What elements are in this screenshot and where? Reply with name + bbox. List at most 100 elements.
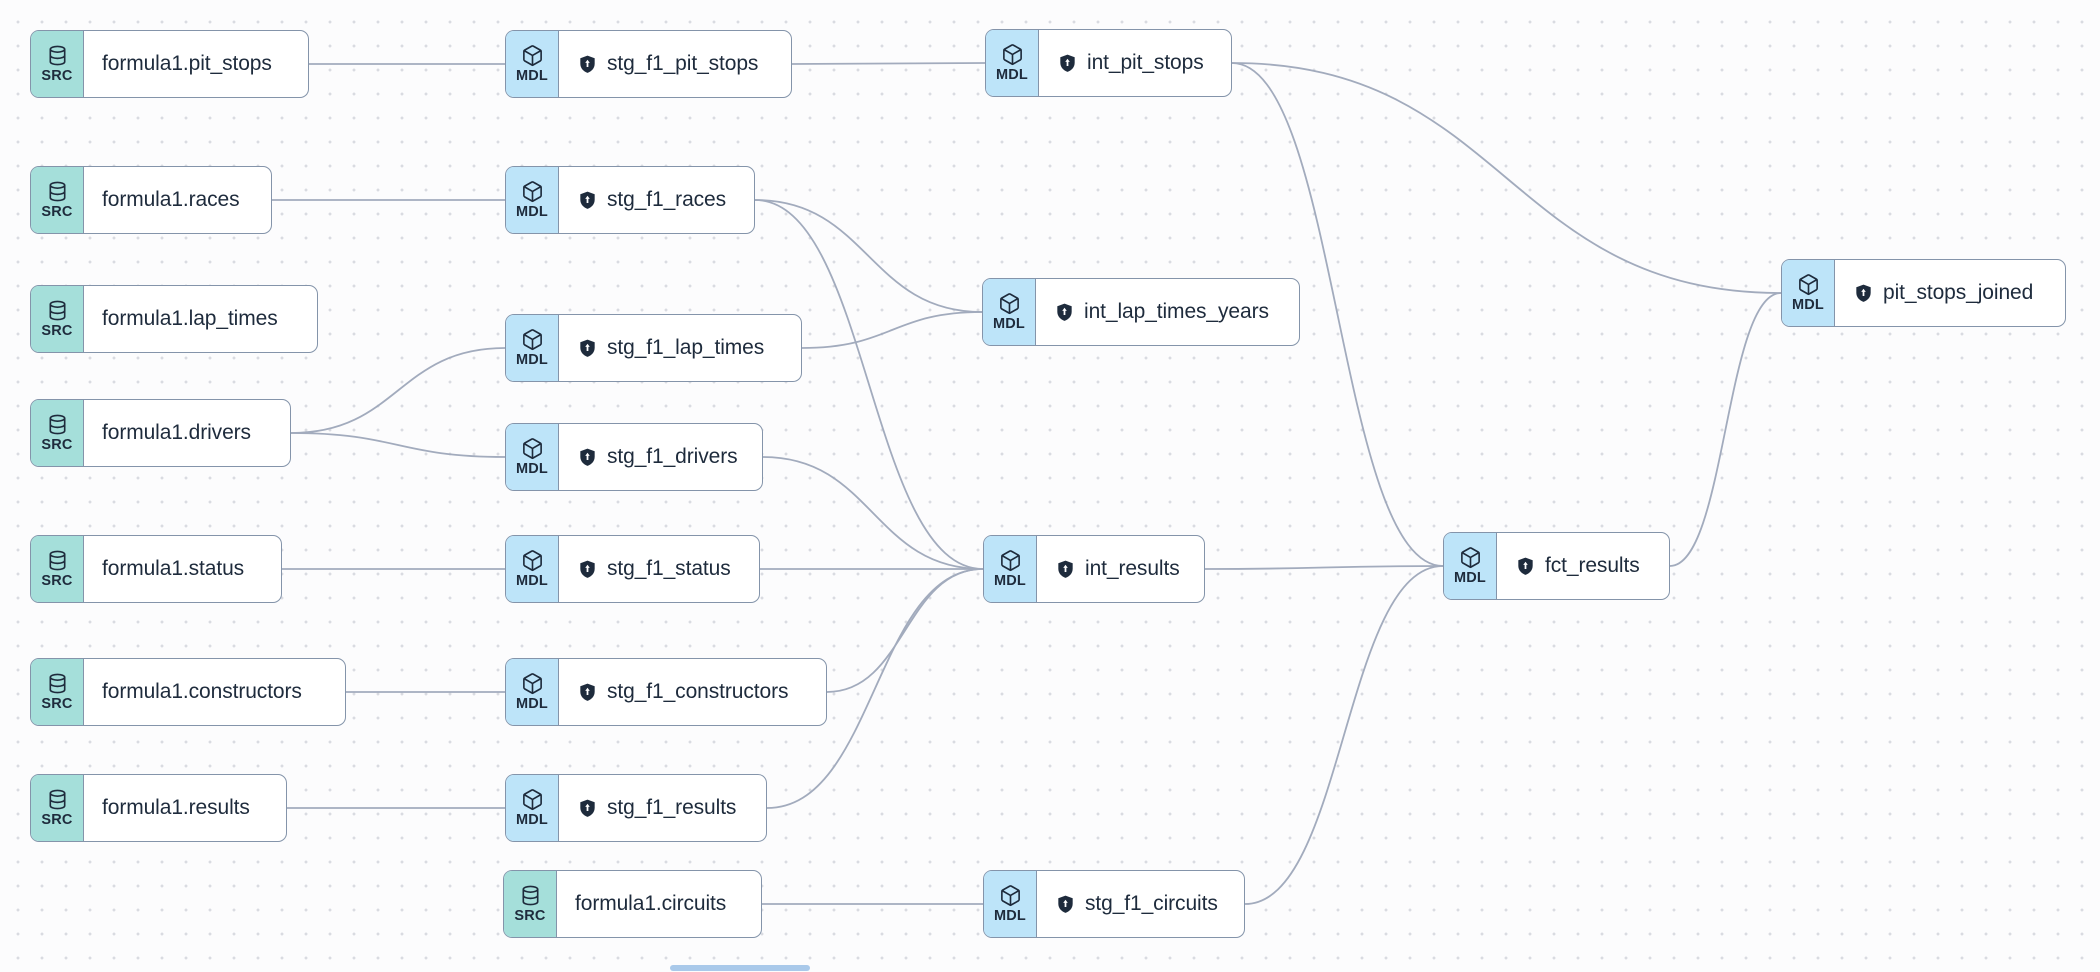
cube-icon bbox=[522, 44, 542, 66]
node-type-badge: SRC bbox=[31, 536, 84, 602]
node-stg_races[interactable]: MDL stg_f1_races bbox=[505, 166, 755, 234]
node-label: formula1.results bbox=[102, 796, 250, 819]
node-label: formula1.races bbox=[102, 188, 240, 211]
node-type-badge: SRC bbox=[31, 31, 84, 97]
database-icon bbox=[521, 885, 539, 906]
node-type-label: MDL bbox=[515, 203, 548, 220]
node-stg_constructors[interactable]: MDL stg_f1_constructors bbox=[505, 658, 827, 726]
node-src_lap_times[interactable]: SRC formula1.lap_times bbox=[30, 285, 318, 353]
node-type-badge: MDL bbox=[506, 536, 559, 602]
node-type-badge: SRC bbox=[31, 775, 84, 841]
node-label: stg_f1_results bbox=[607, 796, 737, 819]
shield-icon bbox=[580, 339, 595, 357]
node-stg_drivers[interactable]: MDL stg_f1_drivers bbox=[505, 423, 763, 491]
edge-int_pit_stops-to-fct_results bbox=[1231, 62, 1444, 567]
node-stg_lap_times[interactable]: MDL stg_f1_lap_times bbox=[505, 314, 802, 382]
shield-icon bbox=[1856, 284, 1871, 302]
cube-icon bbox=[1000, 549, 1020, 571]
node-type-label: MDL bbox=[993, 907, 1026, 924]
node-int_pit_stops[interactable]: MDL int_pit_stops bbox=[985, 29, 1232, 97]
horizontal-scrollbar-thumb[interactable] bbox=[670, 965, 810, 971]
cube-icon bbox=[522, 180, 542, 202]
node-type-label: SRC bbox=[41, 811, 73, 828]
shield-icon bbox=[1058, 895, 1073, 913]
node-type-badge: MDL bbox=[506, 167, 559, 233]
node-label: pit_stops_joined bbox=[1883, 281, 2034, 304]
node-label: formula1.pit_stops bbox=[102, 52, 272, 75]
cube-icon bbox=[522, 788, 542, 810]
node-label: stg_f1_lap_times bbox=[607, 336, 765, 359]
node-type-badge: MDL bbox=[1444, 533, 1497, 599]
node-body: formula1.constructors bbox=[84, 659, 345, 725]
node-body: stg_f1_drivers bbox=[559, 424, 762, 490]
node-label: stg_f1_drivers bbox=[607, 445, 738, 468]
node-src_results[interactable]: SRC formula1.results bbox=[30, 774, 287, 842]
cube-icon bbox=[522, 549, 542, 571]
node-body: int_pit_stops bbox=[1039, 30, 1231, 96]
edge-stg_races-to-int_results bbox=[754, 199, 984, 570]
node-type-label: SRC bbox=[41, 203, 73, 220]
node-label: stg_f1_races bbox=[607, 188, 727, 211]
node-body: formula1.lap_times bbox=[84, 286, 317, 352]
edge-stg_constructors-to-int_results bbox=[826, 568, 984, 693]
node-label: int_lap_times_years bbox=[1084, 300, 1269, 323]
edge-stg_pit_stops-to-int_pit_stops bbox=[791, 62, 986, 65]
node-stg_results[interactable]: MDL stg_f1_results bbox=[505, 774, 767, 842]
cube-icon bbox=[522, 328, 542, 350]
node-type-badge: SRC bbox=[31, 400, 84, 466]
node-label: stg_f1_pit_stops bbox=[607, 52, 759, 75]
node-body: stg_f1_results bbox=[559, 775, 766, 841]
node-body: stg_f1_circuits bbox=[1037, 871, 1244, 937]
node-stg_circuits[interactable]: MDL stg_f1_circuits bbox=[983, 870, 1245, 938]
node-type-badge: MDL bbox=[506, 315, 559, 381]
node-type-label: MDL bbox=[515, 460, 548, 477]
node-body: fct_results bbox=[1497, 533, 1669, 599]
node-src_drivers[interactable]: SRC formula1.drivers bbox=[30, 399, 291, 467]
node-body: stg_f1_races bbox=[559, 167, 754, 233]
node-type-label: MDL bbox=[1453, 569, 1486, 586]
node-stg_pit_stops[interactable]: MDL stg_f1_pit_stops bbox=[505, 30, 792, 98]
shield-icon bbox=[580, 683, 595, 701]
node-pit_stops_joined[interactable]: MDL pit_stops_joined bbox=[1781, 259, 2066, 327]
node-label: formula1.circuits bbox=[575, 892, 727, 915]
node-type-badge: SRC bbox=[31, 286, 84, 352]
edge-int_results-to-fct_results bbox=[1204, 565, 1444, 570]
node-src_pit_stops[interactable]: SRC formula1.pit_stops bbox=[30, 30, 309, 98]
node-type-badge: SRC bbox=[31, 659, 84, 725]
node-type-label: SRC bbox=[41, 436, 73, 453]
shield-icon bbox=[580, 191, 595, 209]
edge-stg_races-to-int_lap_times_years bbox=[754, 199, 983, 313]
node-type-badge: MDL bbox=[506, 31, 559, 97]
node-label: fct_results bbox=[1545, 554, 1640, 577]
node-int_results[interactable]: MDL int_results bbox=[983, 535, 1205, 603]
edge-stg_lap_times-to-int_lap_times_years bbox=[801, 311, 983, 349]
node-fct_results[interactable]: MDL fct_results bbox=[1443, 532, 1670, 600]
cube-icon bbox=[999, 292, 1019, 314]
node-body: formula1.circuits bbox=[557, 871, 761, 937]
node-src_circuits[interactable]: SRC formula1.circuits bbox=[503, 870, 762, 938]
node-type-badge: MDL bbox=[506, 659, 559, 725]
node-type-label: MDL bbox=[993, 572, 1026, 589]
node-src_races[interactable]: SRC formula1.races bbox=[30, 166, 272, 234]
node-src_status[interactable]: SRC formula1.status bbox=[30, 535, 282, 603]
node-body: stg_f1_pit_stops bbox=[559, 31, 791, 97]
shield-icon bbox=[580, 560, 595, 578]
edge-src_drivers-to-stg_lap_times bbox=[290, 347, 506, 434]
node-stg_status[interactable]: MDL stg_f1_status bbox=[505, 535, 760, 603]
cube-icon bbox=[1002, 43, 1022, 65]
node-type-label: SRC bbox=[41, 322, 73, 339]
database-icon bbox=[48, 414, 66, 435]
node-type-label: MDL bbox=[1791, 296, 1824, 313]
database-icon bbox=[48, 45, 66, 66]
node-src_constructors[interactable]: SRC formula1.constructors bbox=[30, 658, 346, 726]
database-icon bbox=[48, 300, 66, 321]
node-body: pit_stops_joined bbox=[1835, 260, 2065, 326]
node-type-badge: SRC bbox=[31, 167, 84, 233]
edge-src_drivers-to-stg_drivers bbox=[290, 432, 506, 458]
node-body: formula1.results bbox=[84, 775, 286, 841]
node-body: formula1.drivers bbox=[84, 400, 290, 466]
node-int_lap_times_years[interactable]: MDL int_lap_times_years bbox=[982, 278, 1300, 346]
node-body: formula1.status bbox=[84, 536, 281, 602]
